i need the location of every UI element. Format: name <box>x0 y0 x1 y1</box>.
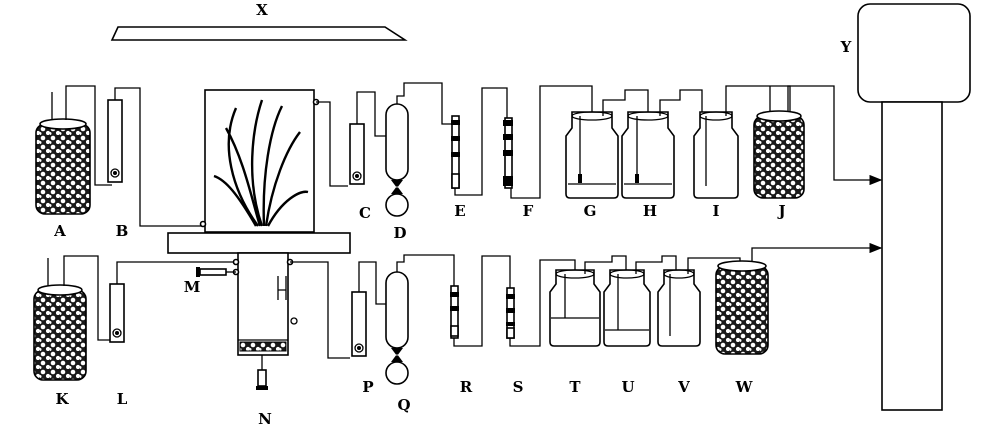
label-p: P <box>362 378 373 396</box>
flowmeter-icon <box>107 99 123 183</box>
gas-washing-bottle-icon <box>693 111 739 199</box>
gas-washing-bottle-icon <box>549 269 601 347</box>
label-c: C <box>359 204 371 222</box>
label-t: T <box>569 378 581 396</box>
label-a: A <box>53 222 66 240</box>
label-e: E <box>454 202 465 220</box>
plant-reactor-chamber <box>199 89 320 233</box>
sampling-port-n <box>256 355 268 390</box>
label-n: N <box>258 410 272 428</box>
condenser-trap-icon <box>385 103 409 217</box>
label-x: X <box>256 1 268 19</box>
label-y: Y <box>840 38 852 56</box>
filter-column-icon <box>451 115 460 189</box>
flowmeter-icon <box>349 123 365 185</box>
light-source-x <box>110 26 408 41</box>
filter-column-icon <box>503 117 513 189</box>
condenser-trap-icon <box>385 271 409 385</box>
label-r: R <box>460 378 473 396</box>
label-v: V <box>677 378 690 396</box>
filter-column-icon <box>506 287 515 339</box>
flowmeter-icon <box>351 291 367 357</box>
filter-column-icon <box>450 285 459 339</box>
gas-washing-bottle-icon <box>603 269 651 347</box>
label-i: I <box>712 202 719 220</box>
label-d: D <box>393 224 406 242</box>
label-g: G <box>584 202 597 220</box>
flowmeter-icon <box>109 283 125 343</box>
granular-filled-jar-icon <box>753 110 805 199</box>
gas-washing-bottle-icon <box>565 111 619 199</box>
label-s: S <box>513 378 524 396</box>
label-h: H <box>643 202 657 220</box>
label-m: M <box>184 278 201 296</box>
label-l: L <box>117 390 128 408</box>
gas-washing-bottle-icon <box>657 269 701 347</box>
label-j: J <box>776 202 785 220</box>
label-q: Q <box>397 396 410 414</box>
granular-filled-jar-icon <box>33 284 87 381</box>
label-k: K <box>55 390 69 408</box>
label-f: F <box>523 202 534 220</box>
syringe-m <box>196 267 236 277</box>
granular-filled-jar-icon <box>35 118 91 215</box>
label-u: U <box>621 378 634 396</box>
root-chamber <box>232 252 298 356</box>
base-plate <box>167 232 351 254</box>
gas-washing-bottle-icon <box>621 111 675 199</box>
granular-filled-jar-icon <box>715 260 769 355</box>
label-b: B <box>116 222 129 240</box>
label-w: W <box>735 378 754 396</box>
analyzer-y <box>857 3 971 411</box>
